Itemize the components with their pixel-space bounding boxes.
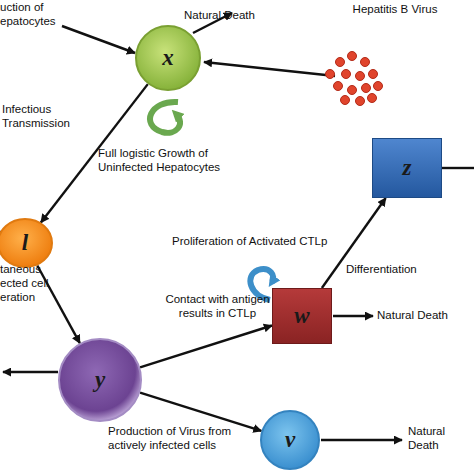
edge-label: Differentiation xyxy=(346,262,446,276)
death-arrow xyxy=(333,315,373,317)
virus-arrow xyxy=(204,62,335,76)
edge-label: Contact with antigen results in CTLp xyxy=(150,292,285,320)
node-symbol: x xyxy=(135,25,201,91)
inflow-arrow xyxy=(62,26,135,53)
node-symbol: v xyxy=(260,410,320,470)
infected-node: y xyxy=(58,338,142,422)
annotation-text: Full logistic Growth of Uninfected Hepat… xyxy=(98,146,248,174)
node-symbol: l xyxy=(0,218,53,268)
annotation-text: Natural Death xyxy=(184,8,274,22)
hepatocyte-node: x xyxy=(135,25,201,91)
node-symbol: w xyxy=(273,289,331,343)
ctlp-node: w xyxy=(272,288,332,344)
effector-node: z xyxy=(372,138,442,198)
outflow-line xyxy=(442,167,474,169)
virus-node: v xyxy=(260,410,320,470)
annotation-text: Hepatitis B Virus xyxy=(350,2,440,16)
edge-label: Infectious Transmission xyxy=(2,102,92,130)
node-symbol: y xyxy=(58,338,142,422)
annotation-text: Natural Death xyxy=(408,424,468,452)
annotation-text: uction of epatocytes xyxy=(0,0,62,28)
virus-illustration xyxy=(326,52,383,106)
node-symbol: z xyxy=(373,139,441,197)
annotation-text: Proliferation of Activated CTLp xyxy=(172,234,332,248)
latent-node: l xyxy=(0,218,53,268)
logistic-loop xyxy=(150,102,180,133)
edge-label: Production of Virus from actively infect… xyxy=(108,424,258,452)
death-arrow xyxy=(321,439,402,441)
annotation-text: taneous ected cell eration xyxy=(0,262,52,304)
outflow-arrow xyxy=(3,371,58,373)
flow-arrow xyxy=(140,326,272,368)
annotation-text: Natural Death xyxy=(377,308,472,322)
